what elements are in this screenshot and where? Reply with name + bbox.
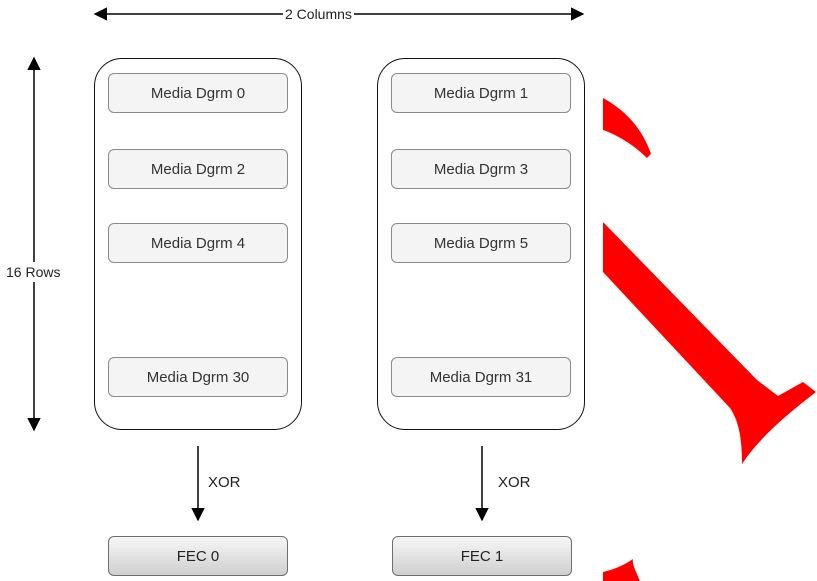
media-datagram-box: Media Dgrm 30 xyxy=(108,357,288,397)
media-datagram-box: Media Dgrm 3 xyxy=(391,149,571,189)
media-datagram-box: Media Dgrm 31 xyxy=(391,357,571,397)
column-group-left: Media Dgrm 0 Media Dgrm 2 Media Dgrm 4 M… xyxy=(94,58,302,430)
red-bracket-annotation xyxy=(603,98,816,581)
media-datagram-box: Media Dgrm 2 xyxy=(108,149,288,189)
media-datagram-box: Media Dgrm 0 xyxy=(108,73,288,113)
media-datagram-box: Media Dgrm 5 xyxy=(391,223,571,263)
xor-label-right: XOR xyxy=(498,474,531,491)
red-bracket-bottom-hook xyxy=(603,559,640,581)
xor-label-left: XOR xyxy=(208,474,241,491)
fec-box-0: FEC 0 xyxy=(108,536,288,576)
red-bracket-top-hook xyxy=(603,98,651,158)
red-bracket-diagonal xyxy=(603,222,816,464)
media-datagram-box: Media Dgrm 1 xyxy=(391,73,571,113)
rows-label: 16 Rows xyxy=(4,262,63,282)
fec-box-1: FEC 1 xyxy=(392,536,572,576)
column-group-right: Media Dgrm 1 Media Dgrm 3 Media Dgrm 5 M… xyxy=(377,58,585,430)
media-datagram-box: Media Dgrm 4 xyxy=(108,223,288,263)
columns-label: 2 Columns xyxy=(283,6,354,22)
